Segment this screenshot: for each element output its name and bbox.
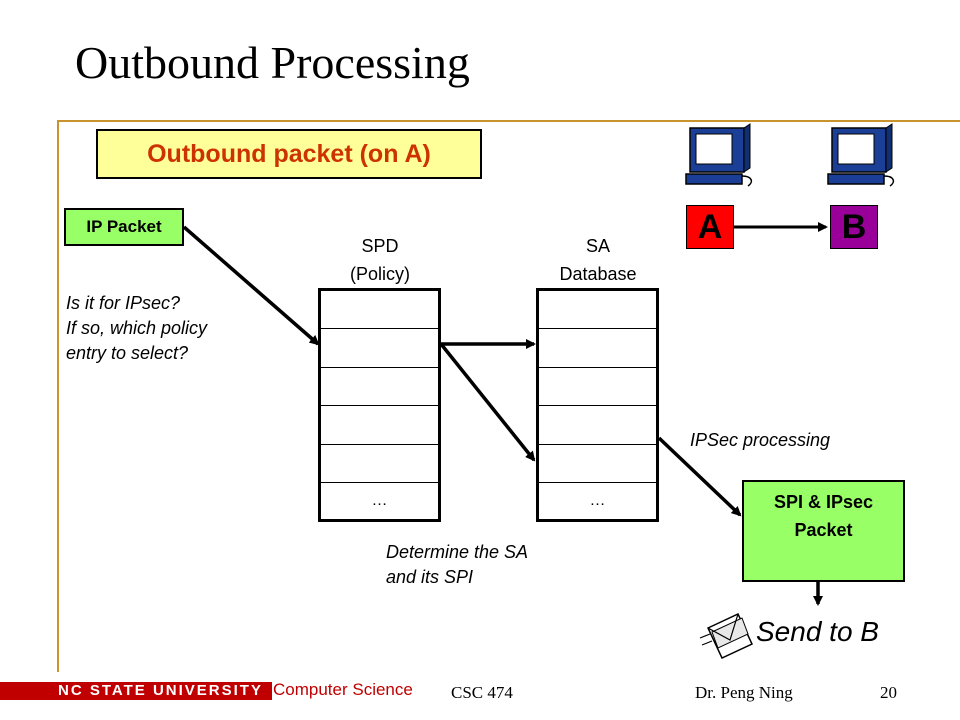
sa-label: SA Database [538,232,658,288]
sa-label-line2: Database [559,264,637,284]
sa-note: Determine the SA and its SPI [386,540,528,590]
policy-note-line1: Is it for IPsec? [66,293,181,313]
sa-row [539,329,656,368]
sa-row [539,406,656,445]
sa-ellipsis: … [589,491,606,509]
policy-note-line3: entry to select? [66,343,189,363]
sa-row [539,291,656,330]
ipsec-processing-note: IPSec processing [690,430,831,450]
spd-label-line2: (Policy) [349,264,410,284]
spd-row [321,291,438,330]
footer-course: CSC 474 [451,683,513,702]
spd-to-sa-entry-arrow [439,342,536,462]
host-a-node: A [686,205,734,249]
sa-row [539,445,656,483]
send-to-b-label: Send to B [756,616,879,647]
spd-row [321,445,438,483]
spd-label: SPD (Policy) [320,232,440,288]
spd-row [321,368,438,407]
footer-page-number: 20 [880,683,897,702]
spd-ellipsis: … [371,491,388,509]
spd-row [321,329,438,368]
policy-note-line2: If so, which policy [66,318,208,338]
spi-packet-line2: Packet [794,520,853,540]
footer-brand-bar [0,682,272,700]
left-rule [57,120,59,672]
footer-university-logo: NC STATE UNIVERSITY [58,682,263,699]
sa-table: … [536,288,659,522]
envelope-icon [699,613,753,659]
footer-department: Computer Science [273,680,413,699]
ip-to-spd-arrow [182,225,320,346]
outbound-label: Outbound packet (on A) [96,129,482,179]
sa-note-line2: and its SPI [386,567,474,587]
spi-packet-line1: SPI & IPsec [773,492,874,512]
slide-title: Outbound Processing [75,37,470,88]
top-rule [57,120,960,122]
footer-author: Dr. Peng Ning [695,683,793,702]
computer-icon [827,123,895,187]
ip-packet-box: IP Packet [64,208,184,246]
sa-label-line1: SA [585,236,610,256]
sa-row [539,368,656,407]
sa-note-line1: Determine the SA [386,542,529,562]
spd-label-line1: SPD [361,236,399,256]
spd-table: … [318,288,441,522]
policy-note: Is it for IPsec? If so, which policy ent… [66,291,207,366]
computer-icon [685,123,753,187]
host-b-node: B [830,205,878,249]
spi-ipsec-packet-box: SPI & IPsec Packet [742,480,905,582]
sa-to-packet-arrow [657,436,742,517]
spd-row [321,406,438,445]
